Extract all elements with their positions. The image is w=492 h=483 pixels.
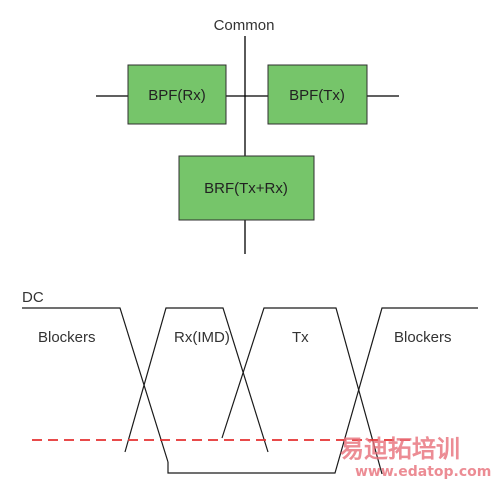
tx-passband-curve: [221, 307, 383, 475]
common-label: Common: [214, 17, 275, 34]
watermark-text: 易迪拓培训: [340, 435, 460, 463]
dc-label: DC: [22, 289, 44, 306]
bpf-tx-label: BPF(Tx): [289, 87, 345, 104]
blockers-right-label: Blockers: [394, 329, 452, 346]
brf-label: BRF(Tx+Rx): [204, 180, 288, 197]
frequency-response-sketch: DC Blockers Rx(IMD) Tx Blockers: [22, 289, 478, 475]
rx-imd-label: Rx(IMD): [174, 329, 230, 346]
brf-box: [178, 155, 315, 221]
bpf-rx-box: [127, 64, 227, 125]
filter-block-diagram: Common BPF(Rx) BPF(Tx) BRF(Tx+Rx): [96, 17, 399, 254]
tx-label: Tx: [292, 329, 309, 346]
watermark: 易迪拓培训 www.edatop.com: [340, 435, 491, 480]
blockers-left-curve: [22, 307, 169, 463]
bpf-tx-box: [267, 64, 368, 125]
bpf-rx-label: BPF(Rx): [148, 87, 206, 104]
rx-passband-curve: [124, 307, 269, 453]
blockers-left-label: Blockers: [38, 329, 96, 346]
watermark-url: www.edatop.com: [355, 464, 491, 480]
band-reject-curve: [167, 307, 478, 474]
